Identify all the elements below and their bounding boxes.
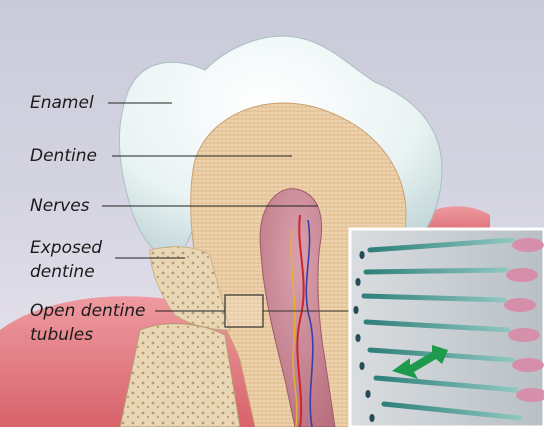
label-nerves: Nerves <box>30 196 90 217</box>
label-exposed-dentine-line1: Exposed <box>30 238 102 259</box>
tubules-inset <box>350 229 544 427</box>
label-enamel: Enamel <box>30 93 94 114</box>
label-open-tubules-line2: tubules <box>30 325 93 346</box>
magnifier-box <box>225 295 263 327</box>
label-exposed-dentine-line2: dentine <box>30 262 95 283</box>
bone <box>120 324 240 427</box>
label-open-tubules-line1: Open dentine <box>30 301 145 322</box>
label-dentine: Dentine <box>30 146 97 167</box>
